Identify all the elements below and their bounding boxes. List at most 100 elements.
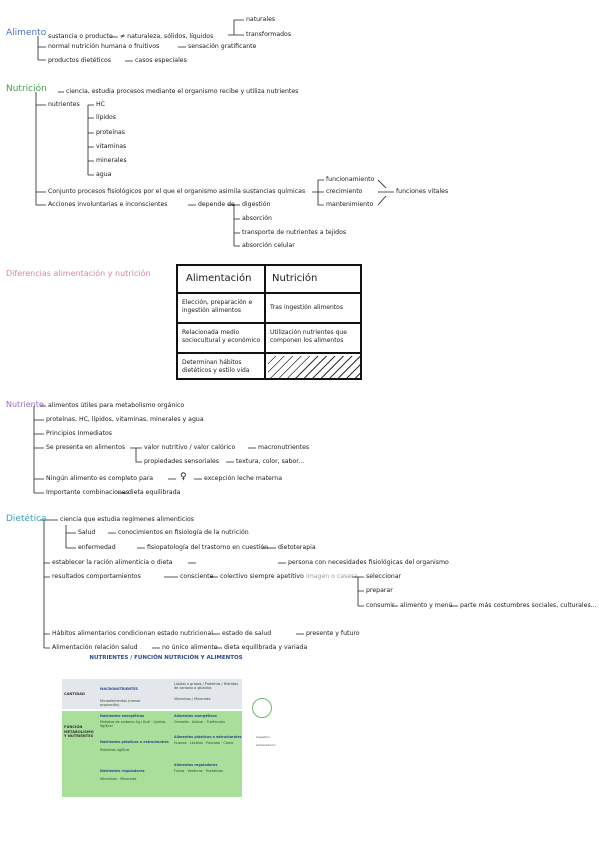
table-cell: Elección, preparación e ingestión alimen… <box>182 299 253 314</box>
nutricion-conjunto: Conjunto procesos fisiológicos por el qu… <box>48 188 306 195</box>
nutricion-depende: depende de <box>198 201 235 208</box>
nutriente-item: HC <box>96 101 105 108</box>
dietetica-seleccionar: seleccionar <box>366 573 402 580</box>
person-icon: ♀ <box>180 472 187 482</box>
nutriente-item: vitaminas <box>96 143 127 150</box>
nutricion-acciones: Acciones involuntarias e inconscientes <box>48 201 168 208</box>
nutrientes-label: nutrientes <box>48 101 80 108</box>
embedded-cell: Alimentos plásticos o estructurales <box>174 735 242 739</box>
embedded-side-text: Ingestión · Alimentación <box>256 735 276 747</box>
embedded-row-label: CANTIDAD <box>64 692 85 696</box>
dietetica-line4-c: presente y futuro <box>306 630 360 637</box>
dietetica-consumir: consumir <box>366 602 395 609</box>
dietetica-salud-b: conocimientos en fisiología de la nutric… <box>118 529 249 536</box>
dietetica-line1: ciencia que estudia regímenes alimentici… <box>60 516 195 523</box>
nutriente-item: lípidos <box>96 114 117 121</box>
dietetica-enfermedad-c: dietoterapia <box>278 544 316 551</box>
nutricion-title: Nutrición <box>6 84 47 94</box>
nutriente-line5-b: excepción leche materna <box>204 475 283 482</box>
dietetica-consumir-b: alimento y menú <box>400 602 453 609</box>
embedded-cell: Huevos · Lácteos · Pescado · Carne <box>174 741 234 745</box>
hatched-cell <box>268 356 360 378</box>
embedded-nutrients-table: NUTRIENTES / FUNCIÓN NUTRICIÓN Y ALIMENT… <box>62 653 276 798</box>
nutricion-definition: ciencia, estudia procesos mediante el or… <box>66 88 299 95</box>
nutriente-line4-b2: textura, color, sabor... <box>236 458 305 465</box>
dietetica-enfermedad: enfermedad <box>78 544 116 551</box>
embedded-cell: Frutas · Verduras · Hortalizas <box>174 769 223 773</box>
nutriente-line6-b: dieta equilibrada <box>128 489 181 496</box>
embedded-header: NUTRIENTES / FUNCIÓN NUTRICIÓN Y ALIMENT… <box>89 655 243 661</box>
table-cell: Determinan hábitos dietéticos y estilo v… <box>182 359 250 374</box>
alimento-transformados: transformados <box>246 31 292 38</box>
nutriente-line4-a: valor nutritivo / valor calórico <box>144 444 236 451</box>
nutriente-item: proteínas <box>96 129 126 136</box>
embedded-cell: MACRONUTRIENTES <box>100 687 138 691</box>
nutriente-line3: Principios Inmediatos <box>46 430 113 437</box>
nutriente-title: Nutriente <box>6 400 44 409</box>
nutriente-line5: Ningún alimento es completo para <box>46 475 154 482</box>
nutriente-line4-b: propiedades sensoriales <box>144 458 219 465</box>
table-cell: Relacionada medio sociocultural y económ… <box>182 329 261 344</box>
nutriente-line6: Importante combinaciones <box>46 489 129 496</box>
embedded-cell: Alimentos energéticos <box>174 714 217 718</box>
embedded-cell: Nutrientes reguladores <box>100 769 145 773</box>
embedded-cell: Lípidos o grasas / Proteínas / Hidratos … <box>174 682 238 691</box>
embedded-cell: Hidratos de carbono 4g / Kcal · Lípidos … <box>100 720 166 729</box>
dietetica-consumir-c: parte más costumbres sociales, culturale… <box>460 602 597 609</box>
dietetica-line3-c: colectivo siempre apetitivo <box>220 573 304 580</box>
embedded-cell: Nutrientes energéticos <box>100 714 145 718</box>
nutriente-line2: proteínas, HC, lípidos, vitaminas, miner… <box>46 416 204 423</box>
dietetica-title: Dietética <box>6 514 47 524</box>
table-head-nutricion: Nutrición <box>272 273 318 284</box>
alimento-line1-b: ≠ naturaleza, sólidos, líquidos <box>120 33 214 40</box>
dietetica-preparar: preparar <box>366 587 393 594</box>
alimento-natural: naturales <box>246 16 276 23</box>
head-leaf-icon <box>252 698 272 718</box>
diferencias-title: Diferencias alimentación y nutrición <box>6 269 151 278</box>
comparison-table: Alimentación Nutrición Elección, prepara… <box>176 264 362 380</box>
depende-item: digestión <box>242 201 271 208</box>
nutriente-line4-a2: macronutrientes <box>258 444 310 451</box>
dietetica-line3-grey: imagen o casera <box>306 573 358 580</box>
dietetica-line4-b: estado de salud <box>222 630 272 637</box>
alimento-title: Alimento <box>6 28 47 38</box>
alimento-line2-b: sensación gratificante <box>188 43 257 50</box>
table-head-alimentacion: Alimentación <box>186 273 252 284</box>
alimento-line1: sustancia o producto <box>48 33 113 40</box>
embedded-row-cantidad: CANTIDAD MACRONUTRIENTES Microelementos … <box>62 679 242 709</box>
depende-item: transporte de nutrientes a tejidos <box>242 229 347 236</box>
embedded-cell: Vitaminas / Minerales <box>174 697 211 701</box>
funcion-item: funcionamiento <box>326 176 375 183</box>
funciones-vitales: funciones vitales <box>396 188 449 195</box>
embedded-cell: Proteínas 4g/Kcal <box>100 748 130 752</box>
alimento-line2: normal nutrición humana o fruitivos <box>48 43 160 50</box>
nutriente-line1: alimentos útiles para metabolismo orgáni… <box>48 402 185 409</box>
dietetica-salud: Salud <box>78 529 96 536</box>
nutriente-item: agua <box>96 171 112 178</box>
nutriente-item: minerales <box>96 157 127 164</box>
embedded-cell: Microelementos (menor proporción) <box>100 699 141 708</box>
alimento-line3: productos dietéticos <box>48 57 112 64</box>
dietetica-line4: Hábitos alimentarios condicionan estado … <box>52 630 213 637</box>
table-cell: Tras ingestión alimentos <box>270 304 343 311</box>
funcion-item: mantenimiento <box>326 201 374 208</box>
embedded-row-label: FUNCIÓN METABOLISMO Y NUTRIENTES <box>64 725 94 738</box>
embedded-row-funcion: FUNCIÓN METABOLISMO Y NUTRIENTES Nutrien… <box>62 711 242 797</box>
depende-item: absorción celular <box>242 242 295 249</box>
dietetica-line5-b: no único alimento <box>162 644 218 651</box>
embedded-cell: Nutrientes plásticos o estructurales <box>100 740 169 744</box>
nutriente-line4: Se presenta en alimentos <box>46 444 126 451</box>
embedded-cell: Alimentos reguladores <box>174 763 218 767</box>
dietetica-enfermedad-b: fisiopatología del trastorno en cuestión <box>147 544 269 551</box>
depende-item: absorción <box>242 215 272 222</box>
alimento-line3-b: casos especiales <box>135 57 187 64</box>
dietetica-line2: establecer la ración alimenticia o dieta <box>52 559 173 566</box>
dietetica-line3-b: consciente <box>180 573 214 580</box>
dietetica-line5: Alimentación relación salud <box>52 644 138 651</box>
dietetica-line3: resultados comportamientos <box>52 573 141 580</box>
embedded-cell: Cereales · Azúcar · Tubérculos <box>174 720 225 724</box>
funcion-item: crecimiento <box>326 188 363 195</box>
embedded-cell: Vitaminas · Minerales <box>100 777 137 781</box>
dietetica-line2-b: persona con necesidades fisiológicas del… <box>288 559 449 566</box>
dietetica-line5-c: dieta equilibrada y variada <box>224 644 308 651</box>
